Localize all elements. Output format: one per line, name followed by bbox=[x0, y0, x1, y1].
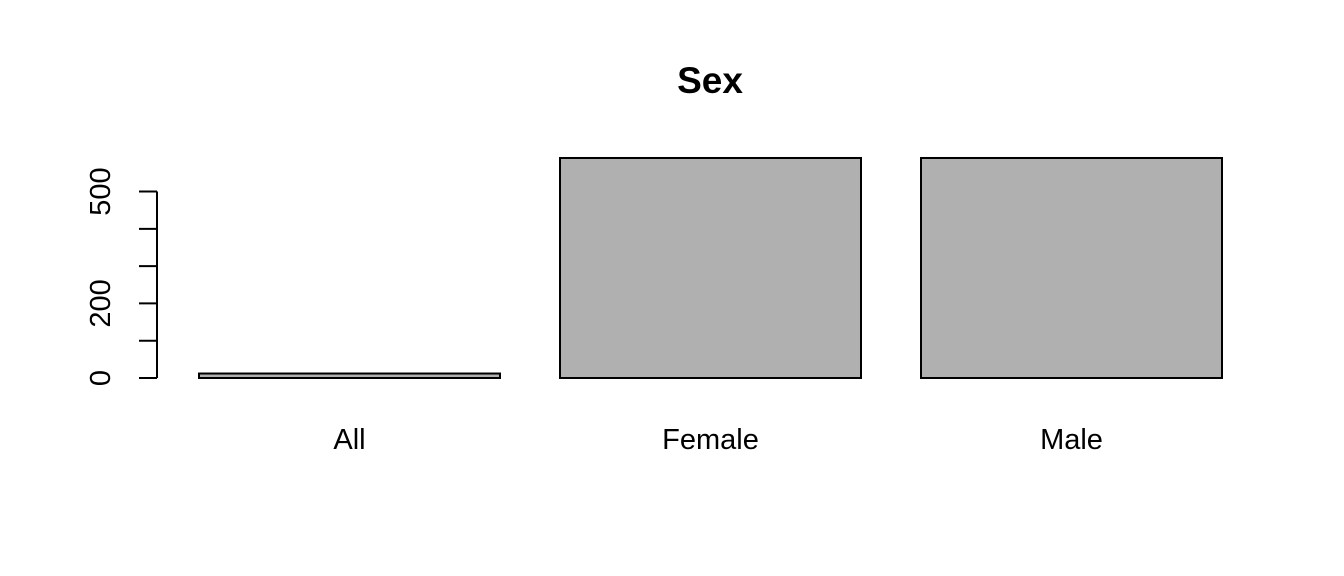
x-axis-labels: All Female Male bbox=[333, 424, 1103, 456]
y-tick-label: 0 bbox=[85, 370, 117, 386]
y-axis: 0 200 500 bbox=[85, 167, 158, 386]
bar-all bbox=[198, 372, 501, 380]
y-tick-label: 200 bbox=[85, 279, 117, 327]
chart-title: Sex bbox=[677, 60, 743, 101]
bar-female bbox=[559, 156, 862, 379]
bars bbox=[198, 156, 1223, 380]
x-tick-label: All bbox=[333, 424, 365, 456]
x-tick-label: Male bbox=[1040, 424, 1103, 456]
x-tick-label: Female bbox=[662, 424, 759, 456]
y-tick-label: 500 bbox=[85, 167, 117, 215]
bar-male bbox=[920, 156, 1223, 379]
